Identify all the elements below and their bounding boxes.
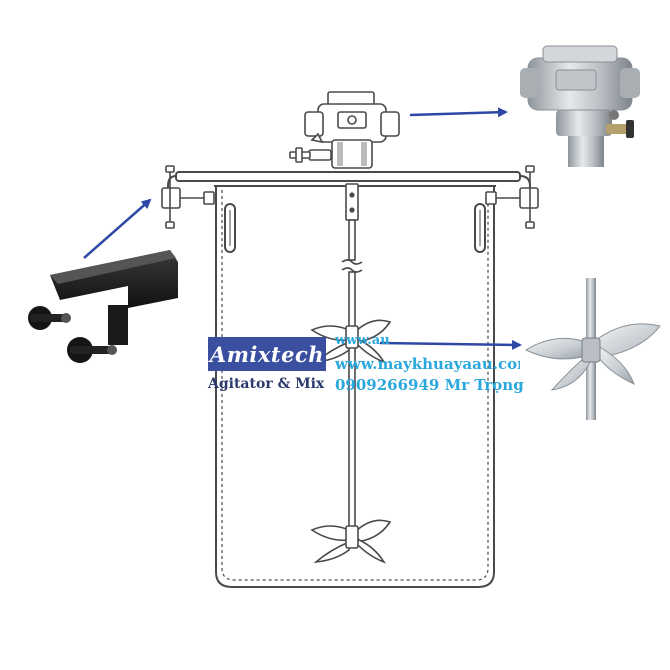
- lower-impeller-icon: [310, 519, 392, 564]
- callout-arrows: [83, 107, 522, 350]
- bar-clamp-right: [485, 165, 539, 229]
- upper-impeller-icon: [310, 319, 392, 364]
- arrow-to-impeller-photo: [379, 339, 522, 350]
- mounting-bar: [167, 171, 531, 200]
- brand-logo-box: Amixtech: [208, 337, 326, 371]
- mounting-clamp-photo: [28, 250, 178, 363]
- tank-handle-right: [474, 203, 486, 253]
- watermark-line-3: 0909266949 Mr Trọng: [335, 376, 524, 394]
- watermark-line-1: www.au: [335, 333, 390, 348]
- arrow-from-clamp-photo: [83, 198, 152, 259]
- air-motor-photo: [520, 45, 640, 167]
- brand-name: Amixtech: [209, 341, 325, 367]
- tank-handle-left: [224, 203, 236, 253]
- air-motor-icon: [289, 91, 400, 169]
- arrow-to-motor-photo: [409, 107, 508, 118]
- watermark-line-2: www.maykhuayaau.com: [335, 355, 520, 373]
- brand-tagline: Agitator & Mix: [208, 376, 325, 392]
- propeller-impeller-photo: [524, 278, 661, 420]
- bar-clamp-left: [161, 165, 215, 229]
